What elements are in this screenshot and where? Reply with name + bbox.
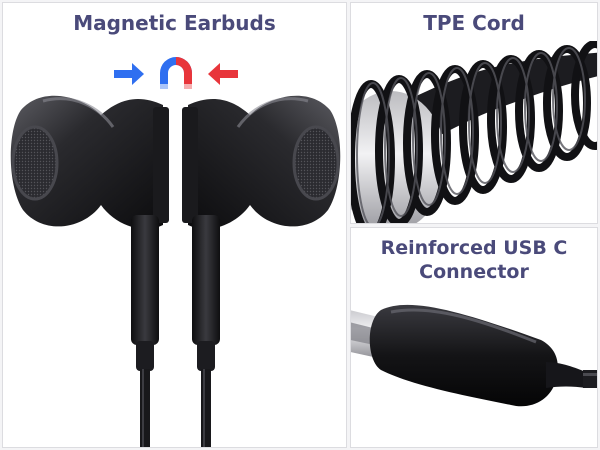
arrow-right-icon [114,63,144,85]
tpe-cord-panel: TPE Cord [350,2,598,224]
usb-c-title-line1: Reinforced USB C [380,237,568,259]
tpe-cord-image [351,41,597,223]
usb-c-title-line2: Connector [419,261,529,283]
magnetic-earbuds-panel: Magnetic Earbuds [2,2,347,448]
usb-c-connector-image [351,290,597,447]
earbuds-image [10,95,341,447]
tpe-cord-title: TPE Cord [423,11,525,35]
usb-c-connector-panel: Reinforced USB C Connector [350,227,598,448]
magnetic-earbuds-title: Magnetic Earbuds [73,11,276,35]
arrow-left-icon [208,63,238,85]
magnet-icon [160,57,192,89]
magnet-attraction-graphic [114,57,238,89]
usb-c-connector-title: Reinforced USB C Connector [351,236,597,284]
